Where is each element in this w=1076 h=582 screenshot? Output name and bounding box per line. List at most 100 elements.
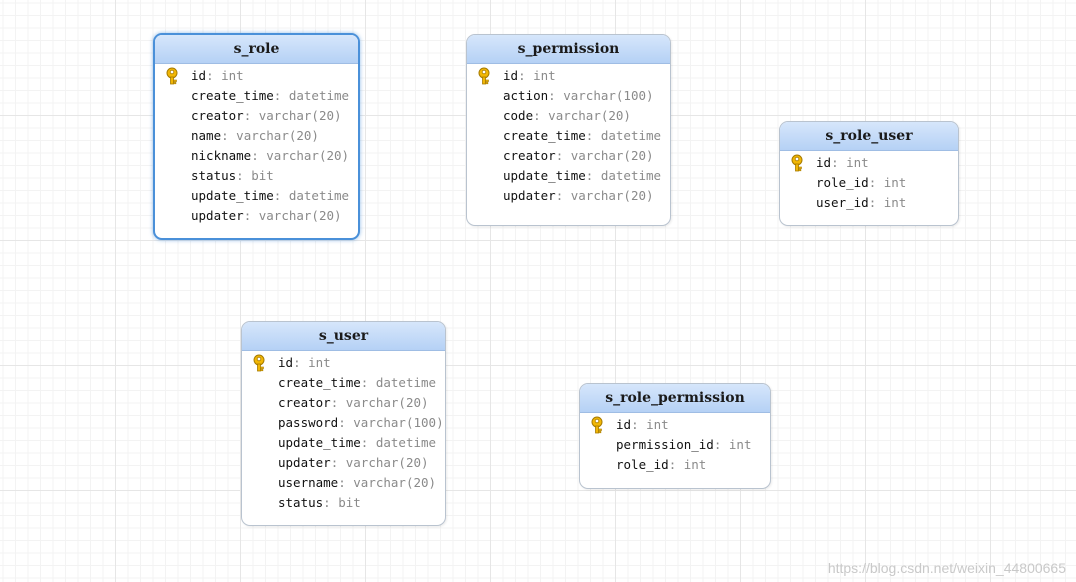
field-type: varchar(20) — [266, 148, 350, 163]
field-separator: : — [668, 457, 684, 472]
field-row[interactable]: id: int — [242, 353, 445, 373]
field-row[interactable]: name: varchar(20) — [155, 126, 358, 146]
field-row[interactable]: status: bit — [242, 493, 445, 513]
field-row[interactable]: update_time: datetime — [467, 166, 670, 186]
field-name: username — [278, 475, 339, 490]
field-row[interactable]: updater: varchar(20) — [155, 206, 358, 226]
field-type: varchar(20) — [345, 395, 429, 410]
field-row[interactable]: user_id: int — [780, 193, 958, 213]
field-row[interactable]: create_time: datetime — [467, 126, 670, 146]
field-separator: : — [243, 208, 259, 223]
table-title[interactable]: s_role_user — [780, 122, 958, 151]
field-name: nickname — [191, 148, 252, 163]
field-separator: : — [330, 455, 346, 470]
field-type: varchar(100) — [563, 88, 654, 103]
field-name: create_time — [191, 88, 274, 103]
field-type: datetime — [600, 168, 662, 183]
field-type: datetime — [288, 188, 350, 203]
field-name: id — [278, 355, 294, 370]
field-type: int — [883, 175, 907, 190]
field-separator: : — [338, 415, 354, 430]
field-type: datetime — [288, 88, 350, 103]
table-title[interactable]: s_permission — [467, 35, 670, 64]
field-separator: : — [236, 168, 252, 183]
field-name: create_time — [278, 375, 361, 390]
field-row[interactable]: update_time: datetime — [155, 186, 358, 206]
field-separator: : — [323, 495, 339, 510]
field-row[interactable]: id: int — [780, 153, 958, 173]
field-name: creator — [191, 108, 244, 123]
field-type: int — [221, 68, 244, 83]
field-name: permission_id — [616, 437, 714, 452]
key-icon — [165, 67, 181, 85]
field-row[interactable]: updater: varchar(20) — [467, 186, 670, 206]
field-separator: : — [548, 88, 564, 103]
field-type: varchar(20) — [570, 188, 654, 203]
field-type: datetime — [375, 435, 437, 450]
table-title[interactable]: s_role_permission — [580, 384, 770, 413]
field-separator: : — [518, 68, 534, 83]
field-row[interactable]: role_id: int — [780, 173, 958, 193]
field-row[interactable]: password: varchar(100) — [242, 413, 445, 433]
key-icon — [477, 67, 493, 85]
field-row[interactable]: creator: varchar(20) — [155, 106, 358, 126]
field-row[interactable]: id: int — [155, 66, 358, 86]
field-separator: : — [360, 375, 376, 390]
field-name: role_id — [616, 457, 669, 472]
field-type: varchar(20) — [236, 128, 319, 143]
field-row[interactable]: update_time: datetime — [242, 433, 445, 453]
field-type: varchar(20) — [258, 108, 342, 123]
field-type: varchar(20) — [345, 455, 429, 470]
field-type: varchar(20) — [548, 108, 631, 123]
field-separator: : — [868, 175, 884, 190]
field-separator: : — [338, 475, 354, 490]
field-row[interactable]: code: varchar(20) — [467, 106, 670, 126]
field-name: update_time — [191, 188, 274, 203]
field-name: create_time — [503, 128, 586, 143]
field-name: role_id — [816, 175, 869, 190]
field-row[interactable]: status: bit — [155, 166, 358, 186]
field-separator: : — [221, 128, 237, 143]
field-row[interactable]: create_time: datetime — [242, 373, 445, 393]
field-row[interactable]: updater: varchar(20) — [242, 453, 445, 473]
field-name: status — [278, 495, 324, 510]
field-name: user_id — [816, 195, 869, 210]
field-separator: : — [585, 128, 601, 143]
key-icon — [590, 416, 606, 434]
field-row[interactable]: create_time: datetime — [155, 86, 358, 106]
field-type: varchar(20) — [258, 208, 342, 223]
field-row[interactable]: id: int — [580, 415, 770, 435]
field-type: datetime — [600, 128, 662, 143]
field-name: update_time — [503, 168, 586, 183]
field-separator: : — [251, 148, 267, 163]
field-row[interactable]: creator: varchar(20) — [467, 146, 670, 166]
field-row[interactable]: username: varchar(20) — [242, 473, 445, 493]
field-name: password — [278, 415, 339, 430]
field-separator: : — [555, 148, 571, 163]
field-separator: : — [360, 435, 376, 450]
table-title[interactable]: s_user — [242, 322, 445, 351]
field-type: datetime — [375, 375, 437, 390]
field-name: id — [503, 68, 519, 83]
field-row[interactable]: nickname: varchar(20) — [155, 146, 358, 166]
field-row[interactable]: permission_id: int — [580, 435, 770, 455]
field-name: updater — [191, 208, 244, 223]
table-title[interactable]: s_role — [155, 35, 358, 64]
field-name: id — [191, 68, 207, 83]
field-type: varchar(100) — [353, 415, 444, 430]
field-row[interactable]: action: varchar(100) — [467, 86, 670, 106]
field-row[interactable]: id: int — [467, 66, 670, 86]
field-row[interactable]: creator: varchar(20) — [242, 393, 445, 413]
field-separator: : — [555, 188, 571, 203]
field-row[interactable]: role_id: int — [580, 455, 770, 475]
field-type: int — [883, 195, 907, 210]
field-separator: : — [868, 195, 884, 210]
field-type: int — [308, 355, 331, 370]
field-type: int — [533, 68, 556, 83]
field-separator: : — [206, 68, 222, 83]
